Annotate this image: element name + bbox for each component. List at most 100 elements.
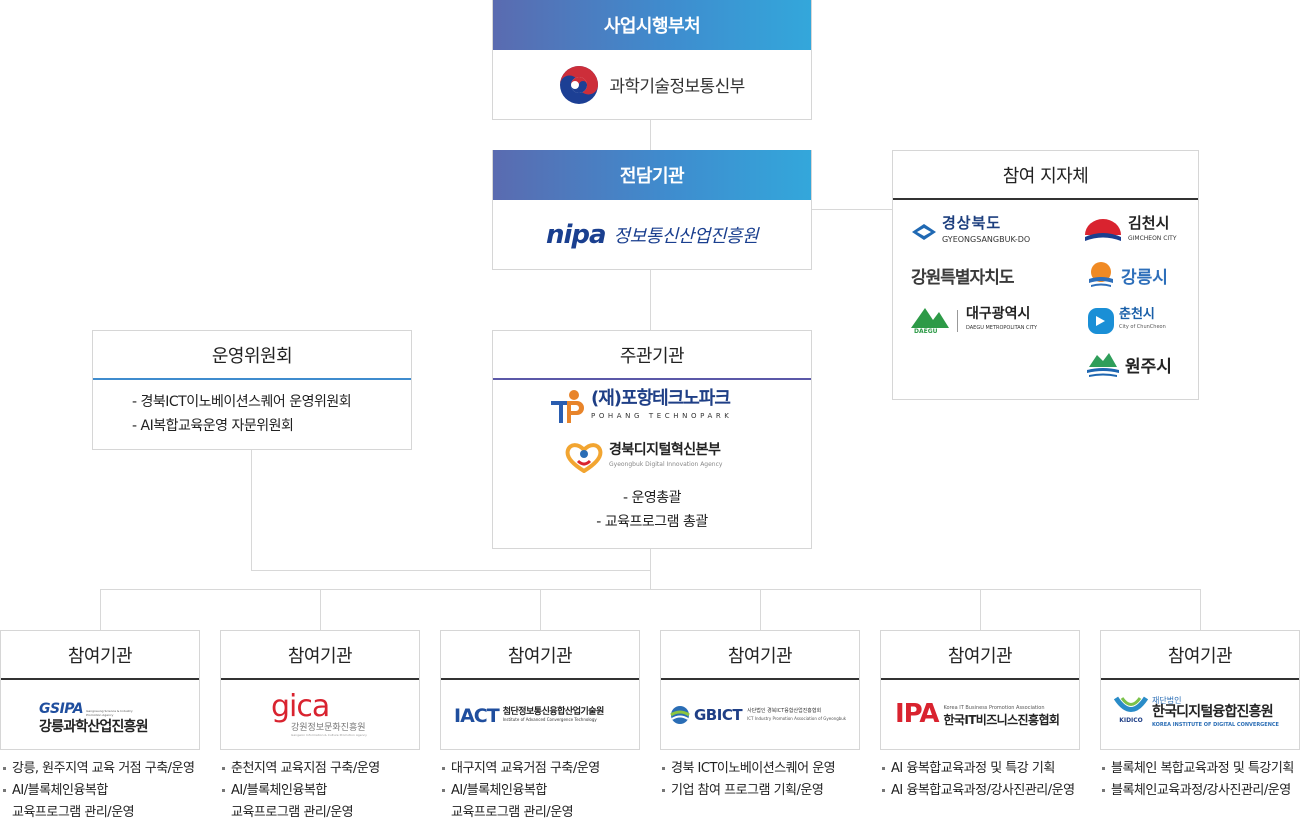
committee-box: 운영위원회 - 경북ICT이노베이션스퀘어 운영위원회 - AI복합교육운영 자… (92, 330, 412, 450)
gimcheon-en: GIMCHEON CITY (1128, 235, 1177, 242)
gangneung-name: 강릉시 (1121, 267, 1168, 288)
lead-item-2: - 교육프로그램 총괄 (596, 514, 708, 530)
gica-small: Gangwon Information & Culture Promotion … (291, 733, 367, 737)
wonju-name: 원주시 (1125, 356, 1172, 377)
connector-agency-to-lead (650, 269, 651, 330)
daegu-en: DAEGU METROPOLITAN CITY (966, 324, 1038, 331)
gbict-icon (670, 706, 690, 724)
participant-list-3: 대구지역 교육거점 구축/운영 AI/블록체인융복합 교육프로그램 관리/운영 (441, 758, 651, 821)
participant-box-2: 참여기관 gica 강원정보문화진흥원 Gangwon Information … (220, 630, 420, 750)
participant-6-item-2: 블록체인교육과정/강사진관리/운영 (1101, 780, 1301, 802)
participant-4-item-2: 기업 참여 프로그램 기획/운영 (661, 780, 876, 802)
gsipa-small: Gangneung Science & Industry Promotion A… (86, 709, 133, 717)
local-gov-title: 참여 지자체 (893, 151, 1198, 200)
gsipa-logo: GSIPA (39, 701, 84, 717)
daegu-name: 대구광역시 (966, 305, 1031, 322)
participant-4-item-1: 경북 ICT이노베이션스퀘어 운영 (661, 758, 876, 780)
gbict-logo: GBICT (694, 706, 743, 724)
participant-title-5: 참여기관 (881, 631, 1079, 680)
gimcheon-logo: 김천시 GIMCHEON CITY (1083, 216, 1177, 245)
kidico-prefix: 재단법인 (1152, 696, 1182, 705)
chuncheon-en: City of ChunCheon (1119, 324, 1166, 330)
kidico-logo: KIDICO (1119, 717, 1143, 724)
iact-org: 첨단정보통신융합산업기술원 (502, 707, 605, 717)
kidico-icon (1114, 696, 1148, 712)
agency-org: 정보통신산업진흥원 (613, 225, 759, 247)
gangneung-icon (1089, 262, 1113, 287)
connector-agency-to-local (811, 209, 892, 210)
participant-2-item-3: 교육프로그램 관리/운영 (231, 805, 354, 820)
kidico-small: KOREA INSTITUTE OF DIGITAL CONVERGENCE (1152, 722, 1279, 728)
committee-item-2: - AI복합교육운영 자문위원회 (132, 418, 294, 434)
participant-1-item-1: 강릉, 원주지역 교육 거점 구축/운영 (2, 758, 212, 780)
gb-en: Gyeongbuk Digital Innovation Agency (609, 460, 723, 468)
gb-org: 경북디지털혁신본부 (609, 441, 721, 458)
participant-3-item-3: 교육프로그램 관리/운영 (451, 805, 574, 820)
ipa-logo: IPA (895, 699, 939, 729)
gimcheon-icon (1085, 219, 1121, 241)
connector-drop-2 (320, 589, 321, 630)
participant-title-4: 참여기관 (661, 631, 859, 680)
connector-drop-5 (980, 589, 981, 630)
participant-2-item-1: 춘천지역 교육지점 구축/운영 (221, 758, 431, 780)
connector-drop-6 (1200, 589, 1201, 630)
gb-logo: 경북디지털혁신본부 Gyeongbuk Digital Innovation A… (565, 441, 722, 473)
committee-item-1: - 경북ICT이노베이션스퀘어 운영위원회 (132, 394, 352, 410)
daegu-badge: DAEGU (914, 328, 938, 335)
wonju-icon (1087, 353, 1119, 377)
participant-6-item-1: 블록체인 복합교육과정 및 특강기획 (1101, 758, 1301, 780)
participant-1-item-2: AI/블록체인융복합 (2, 780, 212, 802)
participant-list-1: 강릉, 원주지역 교육 거점 구축/운영 AI/블록체인융복합 교육프로그램 관… (2, 758, 212, 821)
nipa-logo: nipa (545, 219, 607, 250)
ptp-en: POHANG TECHNOPARK (591, 411, 733, 420)
ministry-org: 과학기술정보통신부 (609, 77, 745, 97)
participant-box-6: 참여기관 KIDICO 재단법인 한국디지털융합진흥원 KOREA INSTIT… (1100, 630, 1300, 750)
participant-list-4: 경북 ICT이노베이션스퀘어 운영 기업 참여 프로그램 기획/운영 (661, 758, 876, 802)
connector-drop-4 (760, 589, 761, 630)
connector-committee-down (251, 449, 252, 570)
gyeongbuk-logo: 경상북도 GYEONGSANGBUK-DO (911, 216, 1031, 246)
chuncheon-logo: 춘천시 City of ChunCheon (1087, 307, 1166, 335)
participant-1-item-3: 교육프로그램 관리/운영 (12, 805, 135, 820)
ipa-small: Korea IT Business Promotion Association (943, 704, 1045, 711)
gangneung-logo: 강릉시 (1087, 261, 1168, 289)
gb-heart-icon (565, 443, 603, 473)
connector-drop-3 (540, 589, 541, 630)
participant-5-item-2: AI 융복합교육과정/강사진관리/운영 (881, 780, 1096, 802)
connector-committee-horizontal (251, 570, 651, 571)
ministry-box: 사업시행부처 과학기술정보통신부 (492, 0, 812, 120)
participant-list-6: 블록체인 복합교육과정 및 특강기획 블록체인교육과정/강사진관리/운영 (1101, 758, 1301, 802)
ipa-org: 한국IT비즈니스진흥협회 (943, 712, 1060, 727)
gyeongbuk-icon (912, 223, 936, 240)
agency-box: 전담기관 nipa 정보통신산업진흥원 (492, 150, 812, 270)
ptp-org: (재)포항테크노파크 (591, 387, 731, 409)
local-gov-box: 참여 지자체 경상북도 GYEONGSANGBUK-DO 김천시 GIMCHEO… (892, 150, 1199, 400)
connector-top-to-agency (650, 119, 651, 150)
chuncheon-icon (1088, 308, 1114, 334)
ptp-logo: (재)포항테크노파크 POHANG TECHNOPARK (549, 389, 732, 425)
participant-3-item-2: AI/블록체인융복합 (441, 780, 651, 802)
gica-logo: gica (271, 689, 330, 724)
chuncheon-name: 춘천시 (1119, 307, 1155, 322)
lead-title: 주관기관 (493, 331, 811, 380)
participant-2-item-2: AI/블록체인융복합 (221, 780, 431, 802)
participant-box-3: 참여기관 IACT 첨단정보통신융합산업기술원 Institute of Adv… (440, 630, 640, 750)
gangwon-name: 강원특별자치도 (911, 268, 1014, 288)
participant-3-item-1: 대구지역 교육거점 구축/운영 (441, 758, 651, 780)
connector-drop-1 (100, 589, 101, 630)
lead-item-1: - 운영총괄 (622, 490, 682, 506)
taegeuk-icon (560, 65, 599, 104)
gbict-org: 사단법인 경북ICT융합산업진흥협회 (747, 708, 822, 714)
connector-lead-down (650, 548, 651, 590)
agency-title: 전담기관 (493, 150, 811, 200)
participant-list-5: AI 융복합교육과정 및 특강 기획 AI 융복합교육과정/강사진관리/운영 (881, 758, 1096, 802)
gyeongbuk-en: GYEONGSANGBUK-DO (942, 235, 1031, 244)
ministry-title: 사업시행부처 (493, 0, 811, 50)
participant-box-5: 참여기관 IPA Korea IT Business Promotion Ass… (880, 630, 1080, 750)
committee-title: 운영위원회 (93, 331, 411, 380)
daegu-logo: DAEGU 대구광역시 DAEGU METROPOLITAN CITY (911, 306, 1037, 336)
participant-box-1: 참여기관 GSIPA Gangneung Science & Industry … (0, 630, 200, 750)
gica-org: 강원정보문화진흥원 (291, 723, 366, 733)
participant-title-3: 참여기관 (441, 631, 639, 680)
connector-bus (100, 589, 1200, 590)
